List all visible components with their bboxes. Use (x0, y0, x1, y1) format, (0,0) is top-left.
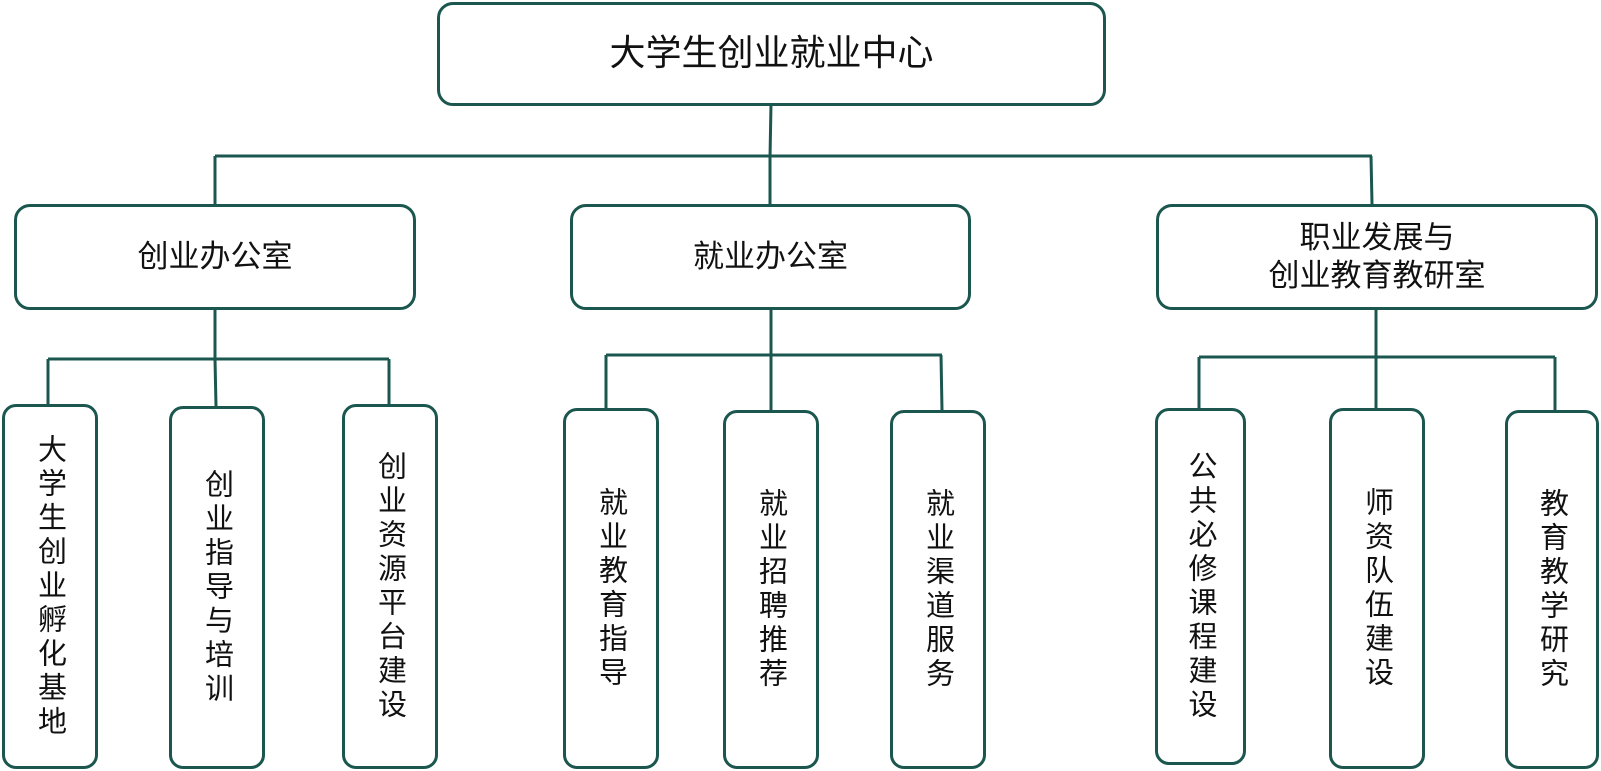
unit-node: 创业资源平台建设 (342, 404, 438, 769)
unit-node-label: 就业招聘推荐 (754, 487, 789, 692)
office-node-startup: 创业办公室 (14, 204, 416, 310)
unit-node-label: 大学生创业孵化基地 (33, 433, 68, 740)
root-node-label: 大学生创业就业中心 (609, 33, 934, 74)
root-node: 大学生创业就业中心 (437, 2, 1106, 106)
office-node-employment: 就业办公室 (570, 204, 971, 310)
office-node-label: 创业办公室 (137, 239, 293, 275)
unit-node: 创业指导与培训 (169, 406, 265, 769)
unit-node-label: 师资队伍建设 (1360, 486, 1395, 691)
unit-node-label: 公共必修课程建设 (1184, 450, 1218, 723)
unit-node: 公共必修课程建设 (1155, 408, 1246, 765)
unit-node: 教育教学研究 (1505, 410, 1599, 769)
unit-node-label: 就业渠道服务 (921, 487, 956, 692)
unit-node: 就业教育指导 (563, 408, 659, 769)
unit-node: 就业招聘推荐 (723, 410, 819, 769)
unit-node-label: 创业指导与培训 (200, 468, 235, 707)
office-node-label: 就业办公室 (693, 239, 848, 275)
unit-node: 师资队伍建设 (1329, 408, 1425, 769)
unit-node: 就业渠道服务 (890, 410, 986, 769)
unit-node: 大学生创业孵化基地 (2, 404, 98, 769)
office-node-career-research: 职业发展与 创业教育教研室 (1156, 204, 1598, 310)
office-node-label: 职业发展与 创业教育教研室 (1268, 220, 1486, 294)
unit-node-label: 就业教育指导 (594, 486, 629, 691)
unit-node-label: 教育教学研究 (1535, 487, 1570, 692)
unit-node-label: 创业资源平台建设 (373, 450, 408, 723)
